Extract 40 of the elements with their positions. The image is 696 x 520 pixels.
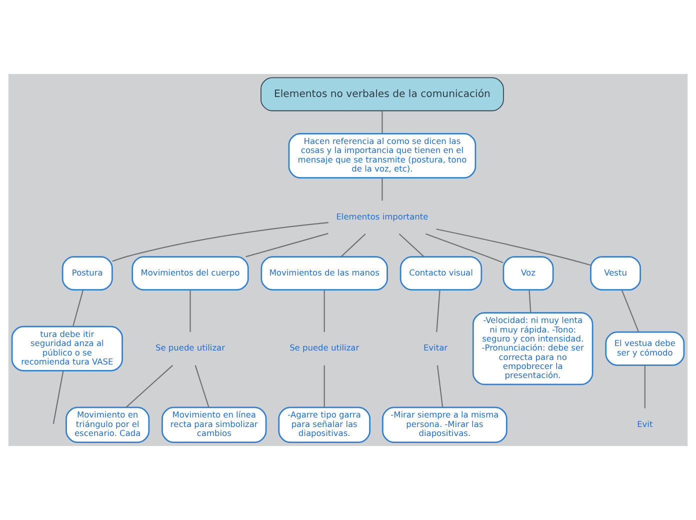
connector: [72, 290, 84, 327]
connector: [324, 290, 325, 332]
connector: [528, 290, 532, 313]
connector: [426, 233, 504, 264]
connector: [382, 178, 383, 201]
connector: [436, 290, 440, 332]
node-box: Movimiento en triángulo por el escenario. Cada: [66, 406, 150, 444]
node-text: Evit: [637, 418, 653, 429]
node-text: Se puede utilizar: [290, 342, 360, 353]
node-box: -Velocidad: ni muy lenta ni muy rápida. -Tono: seguro y con intensidad. -Pronunciación: debe ser correcta para no empobrecer la presentación.: [472, 312, 594, 386]
connector: [621, 290, 640, 332]
connector: [194, 365, 210, 408]
node-box: -Agarre tipo garra para señalar las diapositivas.: [278, 406, 370, 444]
connector: [382, 110, 383, 134]
connector: [190, 290, 191, 332]
node-box: El vestua debe ser y cómodo: [605, 331, 685, 366]
node-box: Movimientos de las manos: [260, 256, 388, 291]
connector: [398, 233, 424, 257]
connector: [436, 228, 591, 266]
node-box: Movimientos del cuerpo: [132, 256, 249, 291]
connector: [52, 370, 64, 424]
node-box: Hacen referencia al como se dicen las cosas y la importancia que tienen en el mensaje que se transmite (postura, tono de la voz, etc).: [288, 133, 476, 178]
node-box: Elementos no verbales de la comunicación: [260, 77, 504, 112]
node-box: -Mirar siempre a la misma persona. -Mirar las diapositivas.: [382, 406, 508, 444]
node-text: Evitar: [423, 342, 448, 353]
node-text: Elementos importante: [336, 211, 428, 222]
node-box: Voz: [502, 256, 554, 291]
connector: [324, 365, 325, 408]
node-text: Se puede utilizar: [155, 342, 226, 353]
node-box: tura debe itir seguridad anza al público o se recomienda tura VASE: [11, 326, 123, 372]
connector: [340, 233, 366, 257]
connector: [112, 222, 328, 262]
connector: [644, 365, 646, 408]
node-box: Movimiento en línea recta para simbolizar cambios: [162, 406, 267, 444]
connector: [126, 364, 174, 408]
node-box: Vestu: [590, 256, 642, 291]
connector: [436, 365, 444, 408]
node-box: Postura: [62, 256, 113, 291]
node-box: Contacto visual: [400, 256, 482, 291]
connector: [246, 232, 328, 258]
